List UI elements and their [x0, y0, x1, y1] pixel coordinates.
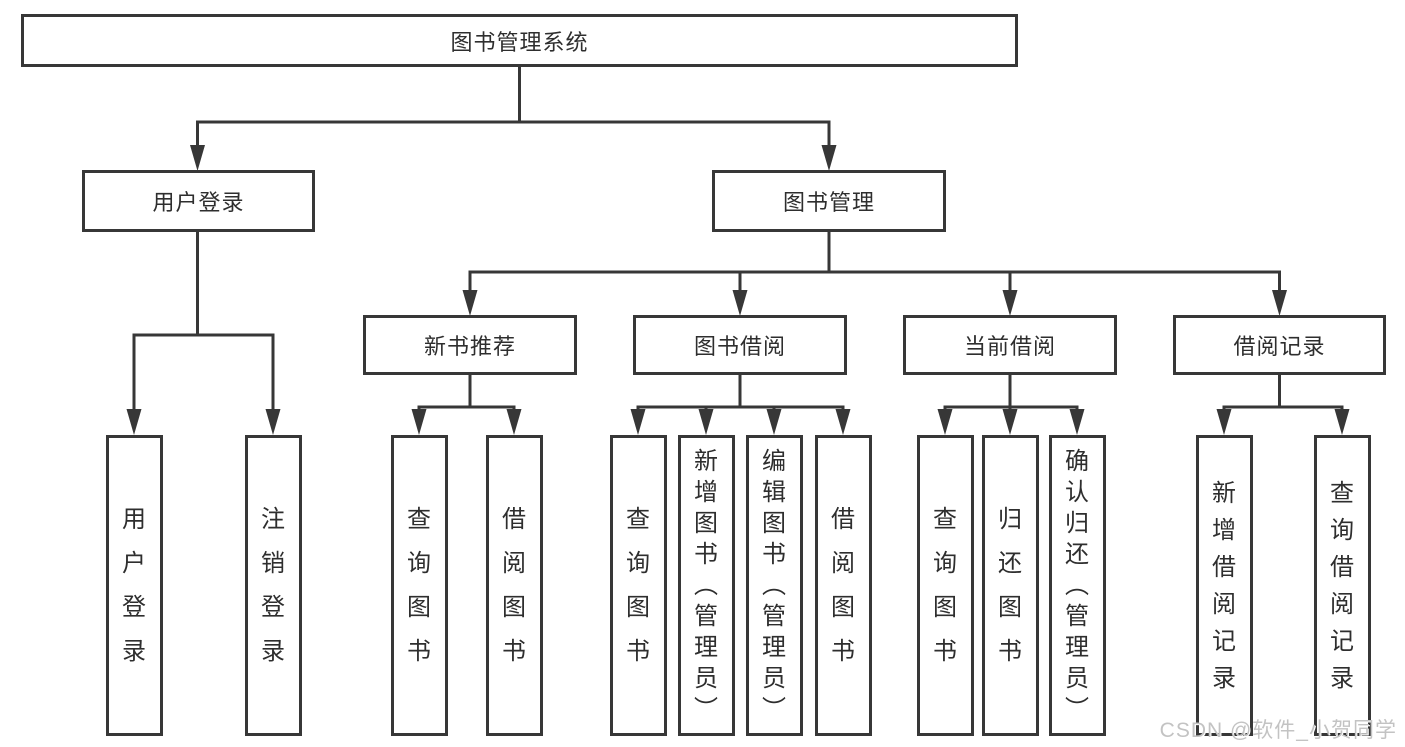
leaf-query-books-1-label: 查 询 图 书	[407, 505, 431, 665]
leaf-query-books-2-label: 查 询 图 书	[626, 505, 650, 665]
leaf-query-books-3-label: 查 询 图 书	[933, 505, 957, 665]
watermark: CSDN @软件_小贺同学	[1159, 719, 1397, 742]
leaf-query-books-2: 查 询 图 书	[609, 435, 667, 736]
node-borrow-record: 借阅记录	[1173, 315, 1386, 375]
leaf-borrow-books-2-label: 借 阅 图 书	[831, 505, 855, 665]
leaf-add-borrow-record: 新 增 借 阅 记 录	[1195, 435, 1253, 736]
leaf-confirm-return-admin-label: 确 认 归 还 ︵ 管 理 员 ︶	[1065, 448, 1089, 723]
leaf-query-borrow-record: 查 询 借 阅 记 录	[1313, 435, 1371, 736]
node-user-login: 用户登录	[82, 170, 315, 232]
node-new-book-recommend: 新书推荐	[363, 315, 577, 375]
node-current-borrow: 当前借阅	[903, 315, 1117, 375]
leaf-return-books-label: 归 还 图 书	[998, 505, 1022, 665]
leaf-add-books-admin: 新 增 图 书 ︵ 管 理 员 ︶	[677, 435, 735, 736]
leaf-user-login: 用 户 登 录	[105, 435, 163, 736]
leaf-borrow-books-2: 借 阅 图 书	[814, 435, 872, 736]
leaf-query-borrow-record-label: 查 询 借 阅 记 录	[1330, 479, 1354, 692]
node-root: 图书管理系统	[21, 14, 1018, 67]
node-book-borrow-label: 图书借阅	[693, 334, 786, 359]
leaf-logout: 注 销 登 录	[244, 435, 302, 736]
leaf-add-borrow-record-label: 新 增 借 阅 记 录	[1212, 479, 1236, 692]
leaf-return-books: 归 还 图 书	[981, 435, 1039, 736]
node-user-login-label: 用户登录	[152, 190, 245, 215]
leaf-confirm-return-admin: 确 认 归 还 ︵ 管 理 员 ︶	[1048, 435, 1106, 736]
node-current-borrow-label: 当前借阅	[963, 334, 1056, 359]
leaf-logout-label: 注 销 登 录	[261, 505, 285, 665]
leaf-edit-books-admin: 编 辑 图 书 ︵ 管 理 员 ︶	[745, 435, 803, 736]
leaf-add-books-admin-label: 新 增 图 书 ︵ 管 理 员 ︶	[694, 448, 718, 723]
leaf-query-books-3: 查 询 图 书	[916, 435, 974, 736]
leaf-user-login-label: 用 户 登 录	[122, 505, 146, 665]
leaf-query-books-1: 查 询 图 书	[390, 435, 448, 736]
node-root-label: 图书管理系统	[450, 29, 589, 55]
node-borrow-record-label: 借阅记录	[1233, 334, 1326, 359]
node-new-book-recommend-label: 新书推荐	[423, 334, 516, 359]
node-book-management: 图书管理	[712, 170, 946, 232]
leaf-edit-books-admin-label: 编 辑 图 书 ︵ 管 理 员 ︶	[762, 448, 786, 723]
node-book-borrow: 图书借阅	[633, 315, 847, 375]
leaf-borrow-books-1: 借 阅 图 书	[485, 435, 543, 736]
leaf-borrow-books-1-label: 借 阅 图 书	[502, 505, 526, 665]
node-book-management-label: 图书管理	[782, 190, 875, 215]
